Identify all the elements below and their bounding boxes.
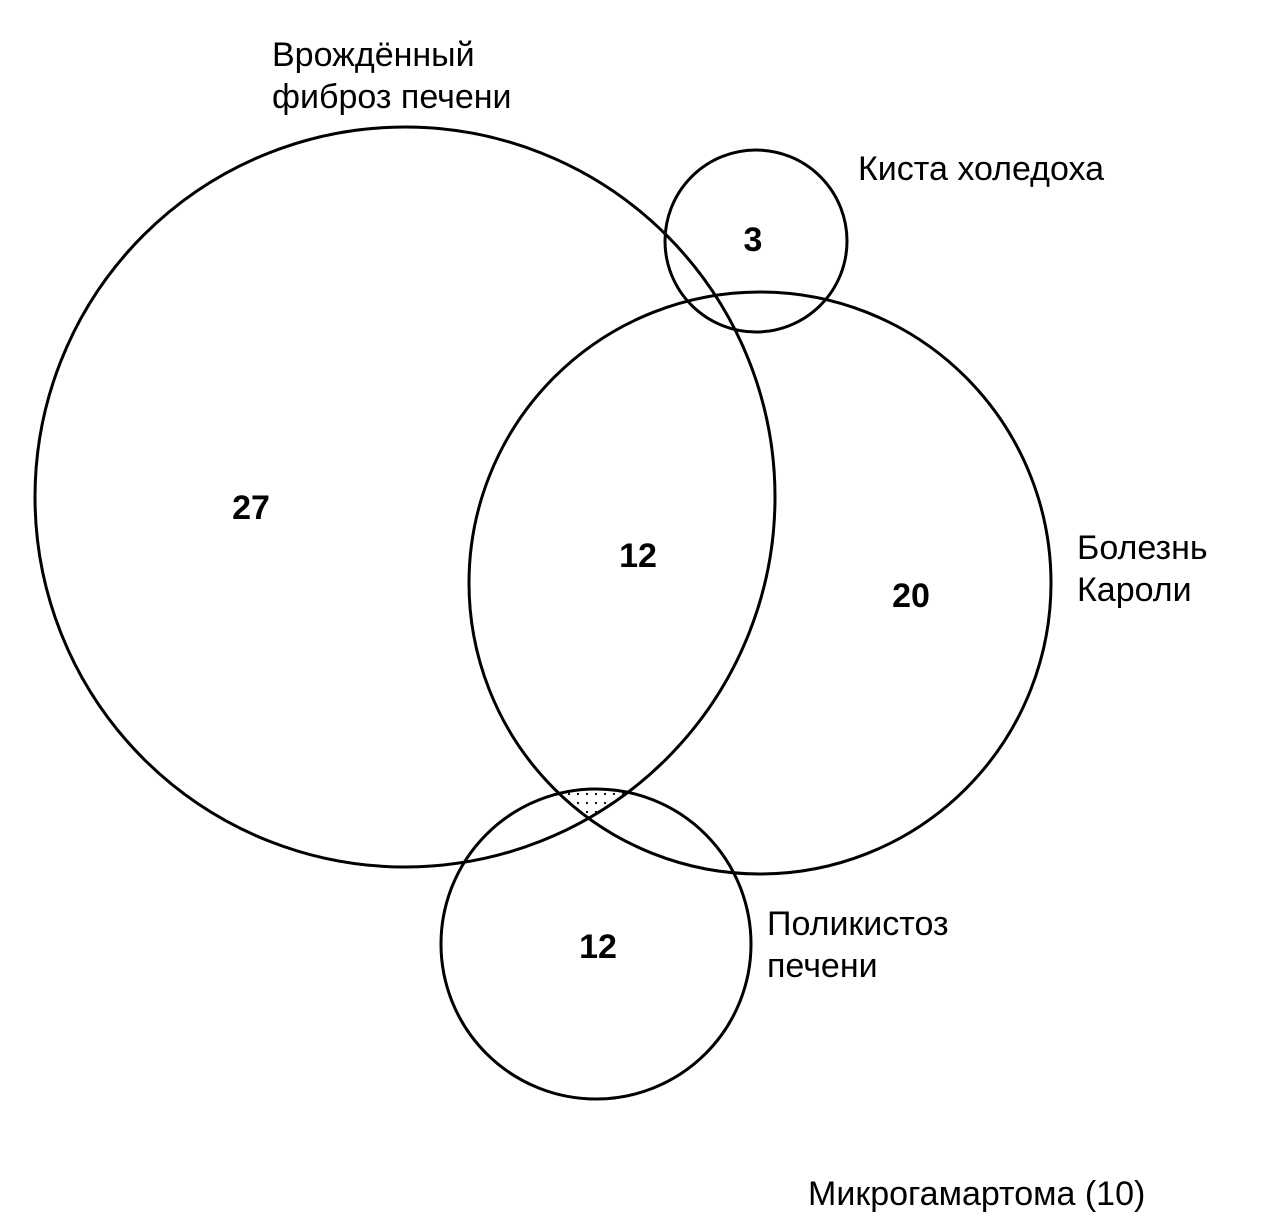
choledochal-cyst-label-line-1: Киста холедоха	[858, 150, 1105, 188]
polycystic-count: 12	[579, 928, 617, 966]
polycystic-label: Поликистоз печени	[767, 903, 949, 987]
caroli-count: 20	[892, 577, 930, 615]
fibrosis-caroli-overlap-count: 12	[619, 537, 657, 575]
caroli-label-line-2: Кароли	[1077, 571, 1192, 609]
choledochal-cyst-label: Киста холедоха	[858, 148, 1104, 190]
choledochal-cyst-count: 3	[743, 221, 763, 259]
polycystic-circle	[439, 787, 753, 1101]
choledochal-cyst-circle	[663, 148, 849, 334]
caroli-label: Болезнь Кароли	[1077, 527, 1208, 611]
fibrosis-label-line-1: Врождённый	[272, 36, 475, 74]
footnote: Микрогамартома (10)	[808, 1175, 1146, 1213]
caroli-label-line-1: Болезнь	[1077, 529, 1208, 567]
caroli-circle	[467, 290, 1053, 876]
fibrosis-count: 27	[232, 489, 270, 527]
fibrosis-circle	[33, 125, 777, 869]
polycystic-label-line-2: печени	[767, 947, 878, 985]
fibrosis-label: Врождённый фиброз печени	[272, 34, 512, 118]
polycystic-label-line-1: Поликистоз	[767, 905, 949, 943]
fibrosis-label-line-2: фиброз печени	[272, 78, 512, 116]
